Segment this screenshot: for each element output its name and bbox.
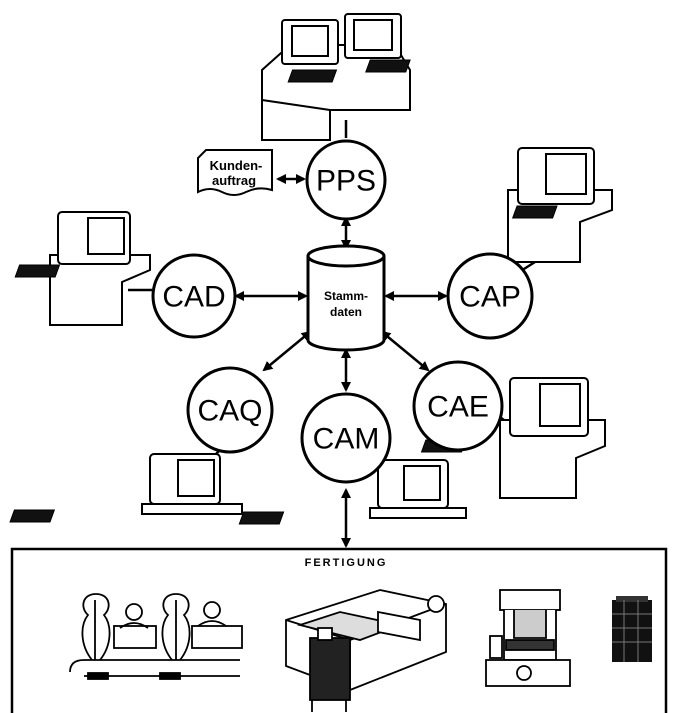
customer-order-document: Kunden- auftrag [197, 149, 273, 196]
cam-label: CAM [313, 423, 380, 456]
pps-terminal-icon [261, 13, 411, 141]
robot-cell-illustration [69, 593, 243, 680]
cae-terminal-icon [420, 377, 606, 499]
machining-center-illustration [285, 589, 447, 712]
database-label-2: daten [330, 305, 362, 319]
caq-label: CAQ [197, 395, 262, 428]
cae-db-arrow [380, 330, 430, 372]
master-data-database: Stamm- daten [306, 244, 386, 352]
cad-node: CAD [151, 253, 237, 339]
customer-order-label-1: Kunden- [210, 158, 263, 173]
cap-terminal-icon [507, 147, 613, 263]
production-panel: FERTIGUNG [10, 547, 668, 713]
caq-node: CAQ [186, 366, 274, 454]
storage-rack-illustration [612, 596, 652, 662]
cap-label: CAP [459, 281, 521, 314]
pps-label: PPS [316, 165, 376, 198]
pps-node: PPS [305, 139, 387, 221]
press-machine-illustration [485, 589, 571, 687]
database-label-1: Stamm- [324, 289, 368, 303]
cae-node: CAE [412, 360, 504, 452]
cad-terminal-icon [14, 211, 151, 326]
cam-node: CAM [300, 392, 392, 484]
customer-order-label-2: auftrag [212, 173, 256, 188]
production-title: FERTIGUNG [305, 557, 388, 569]
cae-label: CAE [427, 391, 489, 424]
caq-db-arrow [262, 330, 312, 372]
cap-node: CAP [446, 252, 534, 340]
cam-terminal-icon [238, 459, 467, 525]
caq-terminal-icon [9, 453, 243, 523]
cad-label: CAD [162, 281, 225, 314]
